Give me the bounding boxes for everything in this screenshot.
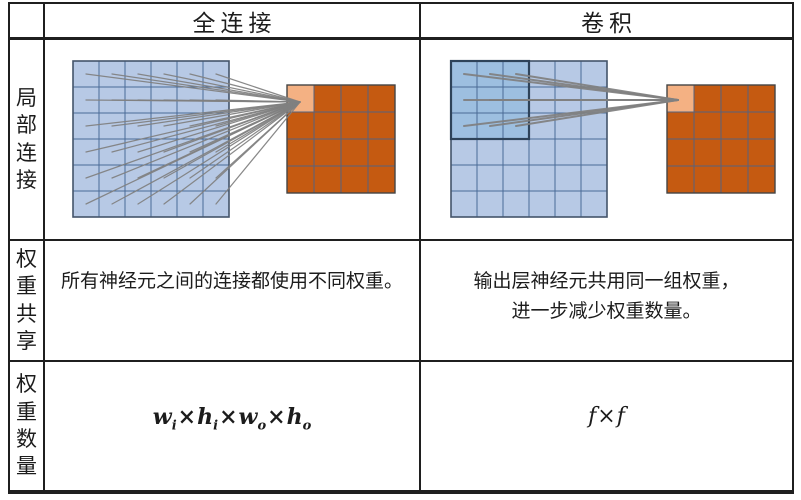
formula-subscript: o: [257, 418, 267, 434]
row-label-local-connection: 局部连接: [10, 40, 45, 241]
weight-sharing-fc-line: 所有神经元之间的连接都使用不同权重。: [60, 271, 403, 292]
weight-count-convolution-cell: f×f: [421, 362, 792, 490]
fully-connected-formula: wi×hi×wo×ho: [152, 404, 312, 434]
formula-variable: f: [616, 404, 625, 429]
formula-subscript: o: [302, 418, 312, 434]
formula-variable: wi: [152, 404, 177, 434]
row-label-char: 接: [16, 167, 37, 192]
row-label-char: 共: [16, 301, 37, 326]
multiply-operator: ×: [177, 404, 197, 430]
row-label-char: 连: [16, 140, 37, 165]
row-label-char: 享: [16, 328, 37, 353]
row-label-weight-sharing: 权重共享: [10, 241, 45, 362]
multiply-operator: ×: [597, 404, 616, 429]
row-label-char: 部: [16, 113, 37, 138]
formula-variable: ho: [286, 404, 312, 434]
row-label-weight-count: 权重数量: [10, 362, 45, 490]
weight-sharing-conv-line-2: 进一步减少权重数量。: [511, 301, 702, 322]
formula-subscript: i: [171, 418, 177, 434]
convolution-formula: f×f: [588, 404, 625, 429]
header-fully-connected: 全连接: [45, 4, 421, 40]
header-convolution: 卷积: [421, 4, 792, 40]
weight-sharing-conv-line-1: 输出层神经元共用同一组权重，: [473, 271, 740, 292]
weight-count-fully-connected-cell: wi×hi×wo×ho: [45, 362, 421, 490]
fully-connected-diagram: [72, 60, 396, 218]
formula-variable: hi: [197, 404, 219, 434]
row-label-char: 重: [16, 274, 37, 299]
comparison-table: 全连接 卷积 局部连接 权重共享 所有神经元之间的连接都使用不同权重。 输出层神…: [8, 2, 794, 494]
row-label-char: 局: [16, 85, 37, 110]
row-label-char: 量: [16, 454, 37, 479]
row-label-char: 数: [16, 427, 37, 451]
formula-subscript: i: [213, 418, 219, 434]
weight-sharing-fully-connected-text: 所有神经元之间的连接都使用不同权重。: [45, 241, 421, 362]
row-label-char: 重: [16, 399, 37, 424]
multiply-operator: ×: [219, 404, 238, 430]
row-label-char: 权: [16, 246, 37, 271]
multiply-operator: ×: [267, 404, 286, 430]
formula-variable: wo: [238, 404, 267, 434]
weight-sharing-convolution-text: 输出层神经元共用同一组权重， 进一步减少权重数量。: [421, 241, 792, 362]
fully-connected-diagram-cell: [45, 40, 421, 241]
convolution-diagram: [449, 59, 776, 218]
row-label-char: 权: [16, 372, 37, 397]
convolution-diagram-cell: [421, 40, 792, 241]
corner-cell: [10, 4, 45, 40]
formula-variable: f: [588, 404, 597, 429]
